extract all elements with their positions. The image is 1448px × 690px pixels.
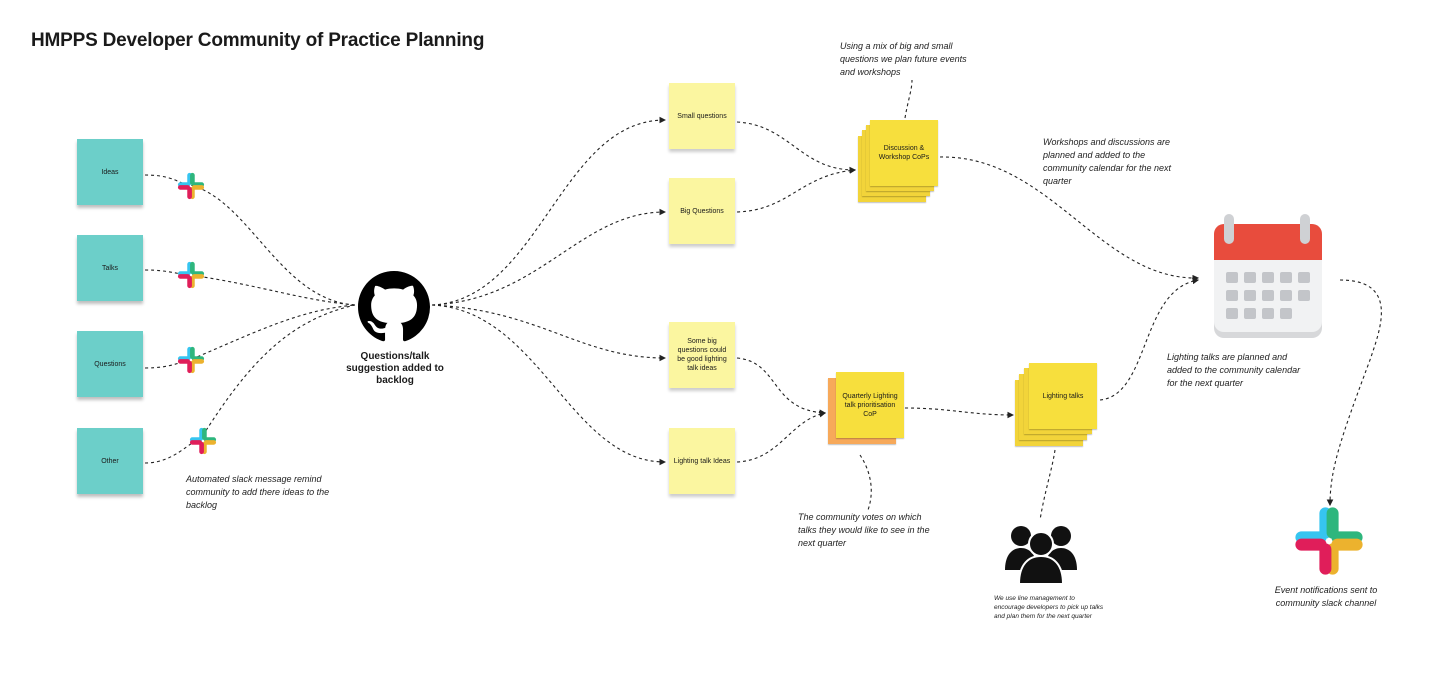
sticky-quarterly-prioritisation[interactable]: Quarterly Lighting talk prioritisation C…: [836, 372, 904, 438]
slack-icon: [1295, 507, 1363, 575]
connector-lightideas: [431, 304, 667, 466]
connector-quarterly-talks: [904, 407, 1015, 419]
calendar-icon[interactable]: [1212, 212, 1324, 340]
sticky-ideas[interactable]: Ideas: [77, 139, 143, 205]
connector-other: [144, 304, 356, 464]
sticky-lighting-ideas-label: Lighting talk Ideas: [673, 457, 731, 465]
connector-small-discussion: [736, 121, 857, 174]
lighting-talks-label: Lighting talks: [1042, 392, 1084, 400]
connector-questions: [144, 304, 356, 369]
connector-talks: [144, 269, 356, 306]
connector-discussion-calendar: [939, 156, 1200, 282]
slack-note: Automated slack message remind community…: [186, 474, 330, 510]
connector-discussion-note: [904, 79, 913, 119]
connector-talks-people: [1039, 449, 1056, 521]
sticky-other-label: Other: [101, 457, 119, 465]
sticky-some-big-label: Some big questions could be good lightin…: [677, 338, 727, 372]
connector-small: [431, 116, 667, 306]
connector-talks-calendar: [1099, 277, 1200, 401]
sticky-ideas-label: Ideas: [101, 168, 119, 176]
sticky-talks-label: Talks: [102, 264, 118, 272]
sticky-discussion-workshop[interactable]: Discussion & Workshop CoPs: [870, 120, 938, 186]
discussion-label: Discussion & Workshop CoPs: [878, 145, 930, 161]
connector-calendar-slack: [1326, 279, 1382, 507]
connector-lightideas-quarterly: [736, 410, 827, 463]
sticky-big-label: Big Questions: [680, 207, 724, 215]
github-label: Questions/talk suggestion added to backl…: [346, 351, 444, 386]
vote-note: The community votes on which talks they …: [798, 512, 930, 548]
sticky-small-label: Small questions: [677, 112, 727, 120]
slack-icon: [189, 427, 217, 455]
discussion-note: Using a mix of big and small questions w…: [840, 41, 967, 77]
connector-somebig: [431, 304, 667, 362]
sticky-some-big-questions[interactable]: Some big questions could be good lightin…: [669, 322, 735, 388]
workshops-note: Workshops and discussions are planned an…: [1043, 137, 1172, 186]
slack-icon: [177, 346, 205, 374]
sticky-questions[interactable]: Questions: [77, 331, 143, 397]
line-management-note: We use line management to encourage deve…: [994, 595, 1104, 620]
github-icon[interactable]: [358, 271, 430, 343]
sticky-big-questions[interactable]: Big Questions: [669, 178, 735, 244]
sticky-questions-label: Questions: [94, 360, 126, 368]
calendar-note: Lighting talks are planned and added to …: [1167, 352, 1301, 388]
page-title: HMPPS Developer Community of Practice Pl…: [31, 30, 485, 51]
connector-quarterly-note: [859, 454, 872, 511]
sticky-other[interactable]: Other: [77, 428, 143, 494]
connector-big-discussion: [736, 167, 857, 213]
sticky-small-questions[interactable]: Small questions: [669, 83, 735, 149]
quarterly-label: Quarterly Lighting talk prioritisation C…: [842, 392, 898, 418]
event-note: Event notifications sent to community sl…: [1274, 585, 1378, 608]
sticky-lighting-talk-ideas[interactable]: Lighting talk Ideas: [669, 428, 735, 494]
connector-somebig-quarterly: [736, 357, 827, 416]
people-icon: [1005, 526, 1077, 584]
slack-icon: [177, 172, 205, 200]
connector-ideas: [144, 174, 356, 306]
sticky-talks[interactable]: Talks: [77, 235, 143, 301]
connector-big: [431, 208, 667, 306]
sticky-lighting-talks[interactable]: Lighting talks: [1029, 363, 1097, 429]
slack-icon: [177, 261, 205, 289]
